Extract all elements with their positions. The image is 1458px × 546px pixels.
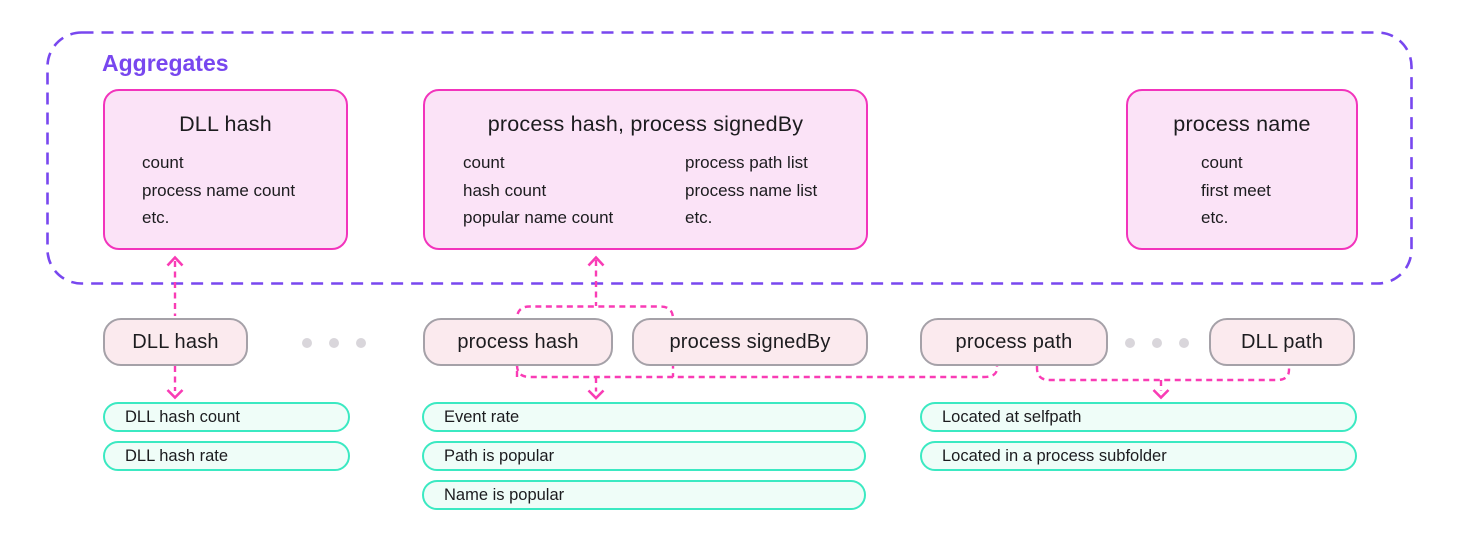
arrow-up-icon xyxy=(166,255,184,267)
detector-located-at-selfpath: Located at selfpath xyxy=(920,402,1357,432)
aggregate-box-process-hash-signedby: process hash, process signedBy count has… xyxy=(423,89,868,250)
aggregate-items-right: process path list process name list etc. xyxy=(685,149,866,232)
arrow-down-icon xyxy=(166,389,184,400)
field-chip-dll-path: DLL path xyxy=(1209,318,1355,366)
aggregate-item: count xyxy=(142,153,184,172)
dot-icon xyxy=(329,338,339,348)
field-chip-dll-hash: DLL hash xyxy=(103,318,248,366)
detector-path-is-popular: Path is popular xyxy=(422,441,866,471)
arrow-up-icon xyxy=(587,255,605,267)
arrow-down-icon xyxy=(587,389,605,400)
aggregate-item: popular name count xyxy=(463,208,614,227)
group-to-process-path-line xyxy=(515,364,999,379)
aggregate-item: etc. xyxy=(142,208,170,227)
dot-icon xyxy=(356,338,366,348)
aggregate-item: process path list xyxy=(685,153,808,172)
aggregate-item: count xyxy=(463,153,505,172)
aggregate-item: hash count xyxy=(463,180,547,200)
ellipsis-icon xyxy=(1125,338,1189,348)
aggregate-items: count first meet etc. xyxy=(1128,149,1356,232)
aggregate-item: count xyxy=(1201,153,1243,172)
dot-icon xyxy=(1125,338,1135,348)
aggregate-item: process name list xyxy=(685,180,818,200)
aggregate-box-dll-hash: DLL hash count process name count etc. xyxy=(103,89,348,250)
aggregate-items-left: count hash count popular name count xyxy=(463,149,685,232)
aggregates-label: Aggregates xyxy=(102,50,229,76)
dot-icon xyxy=(302,338,312,348)
dot-icon xyxy=(1152,338,1162,348)
detector-event-rate: Event rate xyxy=(422,402,866,432)
aggregate-item: etc. xyxy=(1201,208,1229,227)
ellipsis-icon xyxy=(302,338,366,348)
aggregate-title: DLL hash xyxy=(179,112,272,136)
field-chip-process-signedby: process signedBy xyxy=(632,318,868,366)
dot-icon xyxy=(1179,338,1189,348)
aggregate-item: etc. xyxy=(685,208,713,227)
aggregate-items: count hash count popular name count proc… xyxy=(425,149,866,232)
aggregate-box-process-name: process name count first meet etc. xyxy=(1126,89,1358,250)
aggregate-items: count process name count etc. xyxy=(105,149,346,232)
process-path-to-dll-path-line xyxy=(1035,366,1291,382)
field-chip-process-path: process path xyxy=(920,318,1108,366)
aggregate-item: process name count xyxy=(142,180,296,200)
aggregate-title: process name xyxy=(1173,112,1311,136)
field-chip-process-hash: process hash xyxy=(423,318,613,366)
aggregate-title: process hash, process signedBy xyxy=(487,112,804,136)
arrow-down-icon xyxy=(1152,389,1170,400)
detector-name-is-popular: Name is popular xyxy=(422,480,866,510)
aggregate-item: first meet xyxy=(1201,180,1271,200)
detector-located-in-process-subfolder: Located in a process subfolder xyxy=(920,441,1357,471)
detector-dll-hash-count: DLL hash count xyxy=(103,402,350,432)
detector-column-left: DLL hash count DLL hash rate xyxy=(103,402,350,471)
detector-column-right: Located at selfpath Located in a process… xyxy=(920,402,1357,471)
detector-dll-hash-rate: DLL hash rate xyxy=(103,441,350,471)
detector-column-middle: Event rate Path is popular Name is popul… xyxy=(422,402,866,510)
